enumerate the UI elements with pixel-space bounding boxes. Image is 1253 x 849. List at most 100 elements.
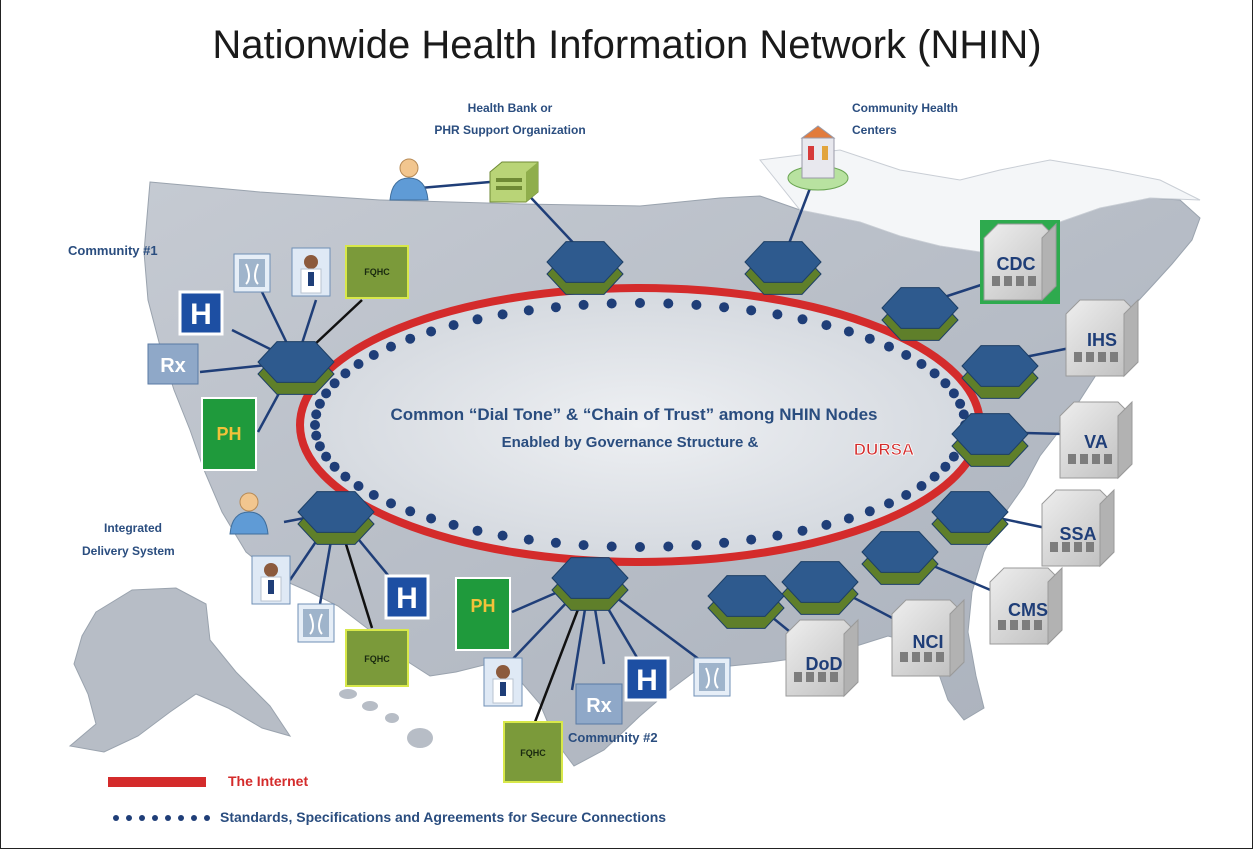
community-1-label: Community #1 bbox=[68, 243, 158, 258]
nhin-node bbox=[744, 241, 822, 295]
alaska-map bbox=[68, 587, 292, 753]
secure-dot bbox=[929, 471, 940, 482]
ids-label-1: Integrated bbox=[104, 521, 162, 535]
secure-dot bbox=[691, 299, 702, 310]
secure-dot bbox=[472, 314, 483, 325]
secure-dot bbox=[386, 341, 396, 352]
nhin-node-top bbox=[297, 491, 375, 533]
secure-dot bbox=[329, 378, 340, 389]
community-2-label: Community #2 bbox=[568, 730, 658, 745]
legend-internet-swatch bbox=[108, 777, 206, 787]
secure-dot bbox=[368, 350, 379, 360]
public-health-icon: PH bbox=[201, 397, 257, 471]
secure-dot bbox=[772, 309, 783, 320]
secure-dot bbox=[340, 471, 351, 482]
phr-person-icon bbox=[389, 158, 429, 201]
community-health-centers: Community Health Centers bbox=[787, 101, 958, 191]
public-health-icon: PH bbox=[455, 577, 511, 651]
secure-dot bbox=[901, 350, 912, 360]
svg-text:FQHC: FQHC bbox=[364, 654, 390, 664]
fqhc-box: FQHC bbox=[345, 629, 409, 687]
secure-dot bbox=[550, 302, 561, 313]
nhin-node-top bbox=[861, 531, 939, 573]
legend-dot bbox=[204, 815, 210, 821]
secure-dot bbox=[311, 430, 322, 441]
secure-dot bbox=[797, 525, 808, 536]
secure-dot bbox=[843, 513, 854, 524]
nhin-node bbox=[951, 413, 1029, 467]
svg-text:VA: VA bbox=[1084, 432, 1108, 452]
secure-dot bbox=[310, 420, 320, 430]
hospital-icon: H bbox=[624, 656, 670, 702]
legend-standards-swatch bbox=[113, 815, 210, 821]
secure-dot bbox=[606, 541, 617, 552]
dursa-label: DURSA bbox=[854, 440, 914, 459]
svg-text:NCI: NCI bbox=[913, 632, 944, 652]
nhin-node-top bbox=[961, 345, 1039, 387]
fqhc-box: FQHC bbox=[345, 245, 409, 299]
secure-dot bbox=[940, 378, 951, 389]
nhin-node bbox=[961, 345, 1039, 399]
svg-text:SSA: SSA bbox=[1059, 524, 1096, 544]
chc-label-2: Centers bbox=[852, 123, 897, 137]
secure-dot bbox=[368, 490, 379, 500]
nhin-node bbox=[297, 491, 375, 545]
secure-dot bbox=[329, 461, 340, 472]
doctor-icon bbox=[291, 247, 331, 297]
nhin-node bbox=[781, 561, 859, 615]
legend-dot bbox=[126, 815, 132, 821]
svg-text:PH: PH bbox=[216, 424, 241, 444]
secure-dot bbox=[321, 388, 332, 399]
secure-dot bbox=[955, 398, 966, 409]
secure-dot bbox=[426, 513, 437, 524]
ids-facilities: H FQHC bbox=[229, 492, 430, 687]
secure-dot bbox=[916, 481, 927, 491]
svg-text:Rx: Rx bbox=[160, 355, 186, 377]
legend-dot bbox=[152, 815, 158, 821]
nhin-node-top bbox=[257, 341, 335, 383]
svg-text:Rx: Rx bbox=[586, 695, 612, 717]
secure-dot bbox=[578, 299, 589, 310]
secure-dot bbox=[497, 530, 508, 541]
health-bank-label-1: Health Bank or bbox=[468, 101, 553, 115]
nhin-node bbox=[257, 341, 335, 395]
fqhc-box: FQHC bbox=[503, 721, 563, 783]
legend: The Internet Standards, Specifications a… bbox=[108, 773, 666, 825]
secure-dot bbox=[550, 537, 561, 548]
secure-dot bbox=[948, 388, 959, 399]
secure-dot bbox=[719, 537, 730, 548]
svg-text:FQHC: FQHC bbox=[520, 748, 546, 758]
secure-dot bbox=[321, 451, 332, 462]
secure-dot bbox=[314, 441, 325, 452]
svg-text:H: H bbox=[396, 582, 418, 615]
secure-dot bbox=[884, 341, 894, 352]
svg-text:FQHC: FQHC bbox=[364, 267, 390, 277]
community-2-facilities: PH Rx H FQHC bbox=[455, 577, 731, 783]
hawaii-map bbox=[339, 689, 433, 748]
secure-dot bbox=[663, 541, 674, 552]
secure-dot bbox=[884, 498, 894, 509]
secure-dot bbox=[663, 298, 674, 309]
nhin-node bbox=[707, 575, 785, 629]
nhin-node-top bbox=[551, 557, 629, 599]
xray-icon bbox=[297, 603, 335, 643]
svg-text:DoD: DoD bbox=[806, 654, 843, 674]
secure-dot bbox=[746, 534, 757, 545]
agency-ssa: SSA bbox=[1041, 489, 1115, 567]
secure-dot bbox=[746, 305, 757, 316]
secure-dot bbox=[864, 506, 875, 517]
secure-dot bbox=[916, 359, 927, 369]
secure-dot bbox=[929, 368, 940, 379]
nhin-node-top bbox=[744, 241, 822, 283]
nhin-node bbox=[861, 531, 939, 585]
secure-dot bbox=[497, 309, 508, 320]
secure-dot bbox=[821, 320, 832, 331]
secure-dot bbox=[448, 519, 459, 530]
secure-dot bbox=[719, 302, 730, 313]
svg-text:PH: PH bbox=[470, 596, 495, 616]
health-bank: Health Bank or PHR Support Organization bbox=[389, 101, 586, 203]
secure-dot bbox=[386, 498, 396, 509]
health-bank-label-2: PHR Support Organization bbox=[434, 123, 585, 137]
secure-dot bbox=[311, 409, 322, 420]
